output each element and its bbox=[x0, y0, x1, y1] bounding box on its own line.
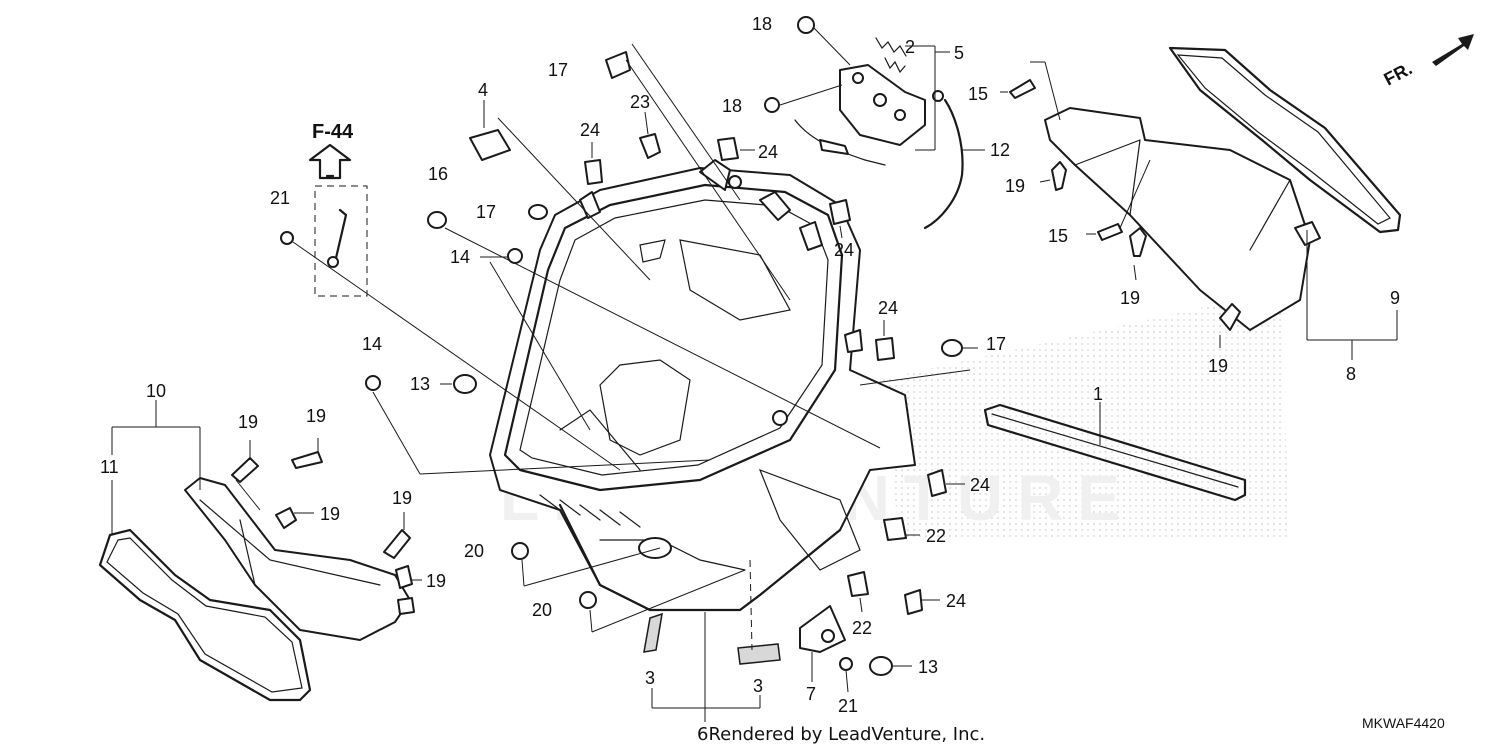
reference-label: F-44 bbox=[312, 121, 354, 143]
front-direction-indicator: FR. bbox=[1380, 34, 1474, 90]
callout-19: 19 bbox=[426, 571, 446, 591]
callout-13: 13 bbox=[410, 374, 430, 394]
callout-13: 13 bbox=[918, 657, 938, 677]
right-cover-assembly bbox=[1044, 46, 1402, 331]
hardware bbox=[231, 51, 1241, 676]
reference-f44: F-44 bbox=[308, 121, 368, 297]
callout-19: 19 bbox=[238, 412, 258, 432]
callout-24: 24 bbox=[580, 120, 600, 140]
callout-12: 12 bbox=[990, 140, 1010, 160]
callout-14: 14 bbox=[362, 334, 382, 354]
callout-1: 1 bbox=[1093, 384, 1103, 404]
callout-23: 23 bbox=[630, 92, 650, 112]
callout-3: 3 bbox=[753, 676, 763, 696]
callout-11: 11 bbox=[100, 457, 119, 477]
trim-strip bbox=[983, 403, 1247, 502]
callout-4: 4 bbox=[478, 80, 488, 100]
storage-box bbox=[489, 159, 916, 612]
callout-7: 7 bbox=[806, 684, 816, 704]
callout-19: 19 bbox=[1120, 288, 1140, 308]
leader-lines bbox=[111, 27, 1398, 722]
callout-16: 16 bbox=[428, 164, 448, 184]
front-indicator-label: FR. bbox=[1380, 58, 1415, 89]
callout-18: 18 bbox=[752, 14, 772, 34]
callout-21: 21 bbox=[838, 696, 858, 716]
callout-3: 3 bbox=[645, 668, 655, 688]
callouts: 1 2 3 3 4 5 7 8 9 10 11 12 13 13 14 14 1… bbox=[100, 14, 1400, 716]
callout-22: 22 bbox=[926, 526, 946, 546]
callout-17: 17 bbox=[476, 202, 496, 222]
callout-19: 19 bbox=[1005, 176, 1025, 196]
callout-17: 17 bbox=[986, 334, 1006, 354]
callout-8: 8 bbox=[1346, 364, 1356, 384]
callout-24: 24 bbox=[758, 142, 778, 162]
callout-21: 21 bbox=[270, 188, 290, 208]
callout-24: 24 bbox=[970, 475, 990, 495]
diagram-code: MKWAF4420 bbox=[1362, 715, 1445, 731]
callout-17: 17 bbox=[548, 60, 568, 80]
callout-22: 22 bbox=[852, 618, 872, 638]
callout-19: 19 bbox=[320, 504, 340, 524]
callout-20: 20 bbox=[464, 541, 484, 561]
callout-19: 19 bbox=[392, 488, 412, 508]
callout-19: 19 bbox=[1208, 356, 1228, 376]
callout-2: 2 bbox=[905, 37, 915, 57]
callout-10: 10 bbox=[146, 381, 166, 401]
callout-15: 15 bbox=[968, 84, 988, 104]
credit-text: 6Rendered by LeadVenture, Inc. bbox=[697, 724, 985, 745]
callout-19: 19 bbox=[306, 406, 326, 426]
callout-24: 24 bbox=[878, 298, 898, 318]
callout-5: 5 bbox=[954, 43, 964, 63]
callout-18: 18 bbox=[722, 96, 742, 116]
left-cover-assembly bbox=[98, 477, 415, 702]
callout-20: 20 bbox=[532, 600, 552, 620]
callout-14: 14 bbox=[450, 247, 470, 267]
callout-15: 15 bbox=[1048, 226, 1068, 246]
callout-24: 24 bbox=[834, 240, 854, 260]
lock-assembly bbox=[764, 16, 964, 230]
callout-24: 24 bbox=[946, 591, 966, 611]
callout-9: 9 bbox=[1390, 288, 1400, 308]
